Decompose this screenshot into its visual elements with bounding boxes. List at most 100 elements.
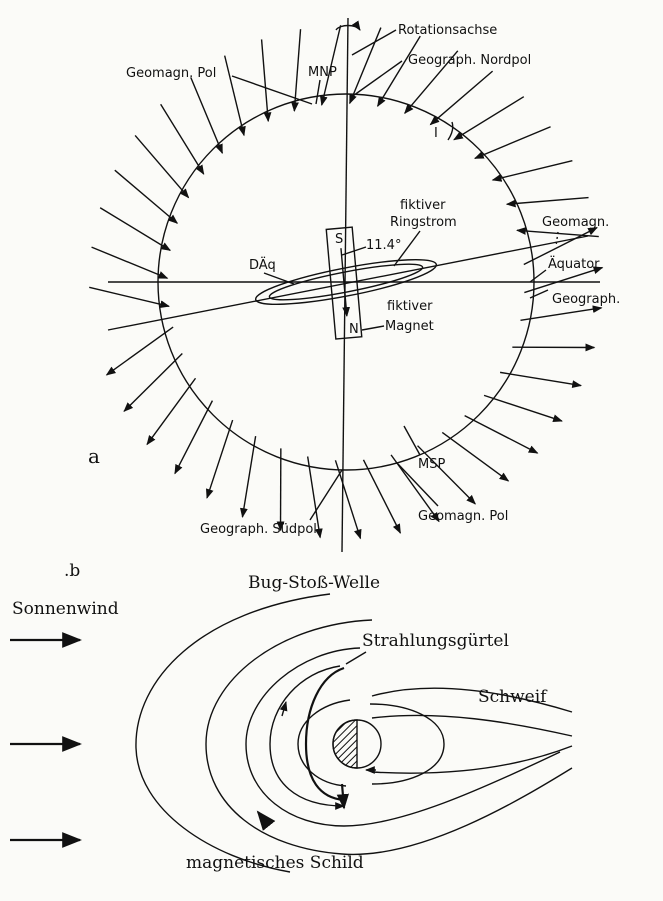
inclination-label: I <box>434 126 438 141</box>
field-line-arrow <box>349 27 382 105</box>
geomag-pole-north-leader <box>231 75 313 105</box>
inner-belt-curve <box>304 666 345 802</box>
magnet-arrow <box>340 248 351 317</box>
msp-leader <box>403 425 421 456</box>
field-line-arrow <box>105 326 174 376</box>
geomag-equator-label: Geomagn. <box>542 215 609 230</box>
magnet-leader <box>361 325 385 331</box>
belt-arrow-up <box>279 701 288 717</box>
field-line-arrow <box>91 246 169 279</box>
fictive-magnet <box>325 226 363 340</box>
field-line-arrow <box>99 207 172 251</box>
magnet-bar <box>325 226 363 340</box>
fictive-label: fiktiver <box>400 198 446 213</box>
field-line-arrow <box>524 266 604 294</box>
geographic-equator-leader <box>529 289 549 299</box>
belt-arrow-down <box>336 783 349 810</box>
field-line-arrow <box>160 103 205 175</box>
field-line-arrow <box>404 50 459 115</box>
outer-field-line <box>245 647 561 827</box>
magnet-label: Magnet <box>385 319 434 334</box>
field-line-arrow <box>417 445 476 505</box>
field-line-arrow <box>334 460 362 540</box>
inner-loop-left <box>297 699 351 787</box>
geographic-north-pole-label: Geograph. Nordpol <box>408 53 531 68</box>
geomagnetic-equator-line <box>107 235 589 331</box>
magnet-north-label: N <box>349 322 359 337</box>
panel-b: .b Sonnenwind Bug-Stoß-Welle Strahlungsg… <box>10 561 573 873</box>
tail-line-2 <box>371 714 573 737</box>
ring-current-label: Ringstrom <box>390 215 457 230</box>
field-line-arrow <box>499 371 582 388</box>
ring-current-inner <box>268 263 424 301</box>
tail-label: Schweif <box>478 687 548 707</box>
rotation-axis <box>341 17 349 553</box>
equator-label: Äquator <box>548 256 600 272</box>
geographic-south-leader <box>309 469 343 521</box>
magnet-south-label: S <box>335 232 343 247</box>
field-line-arrow <box>520 305 603 322</box>
field-line-arrow <box>362 459 402 534</box>
field-line-arrow <box>429 70 494 126</box>
geomag-pole-south-leader <box>397 463 439 507</box>
field-line-arrow <box>206 419 234 499</box>
field-line-arrow <box>174 400 214 475</box>
field-line-arrow <box>260 39 272 123</box>
geomag-equator-leader <box>555 231 559 247</box>
field-line-arrow <box>240 435 257 518</box>
rotation-axis-leader <box>351 29 397 56</box>
field-line-arrow <box>306 456 323 539</box>
radiation-belt-curve <box>269 665 345 810</box>
field-line-arrow <box>523 226 598 266</box>
geographic-north-leader <box>349 60 403 99</box>
field-line-arrow <box>89 286 170 309</box>
msp-label: MSP <box>418 457 445 472</box>
field-line-arrow <box>123 353 183 412</box>
field-line-arrow <box>491 159 573 182</box>
bow-shock-curve <box>135 593 331 873</box>
field-line-arrow <box>464 414 539 454</box>
field-line-arrow <box>441 431 510 482</box>
bow-shock-label: Bug-Stoß-Welle <box>248 573 380 593</box>
geographic-south-pole-label: Geograph. Südpol <box>200 522 317 537</box>
dipole-equator-label: DÄq <box>249 257 276 273</box>
geomag-pole-south-label: Geomagn. Pol <box>418 509 508 524</box>
magnetopause-line <box>205 619 573 856</box>
radiation-belt-leader <box>345 651 367 665</box>
field-line-arrow <box>505 196 589 208</box>
panel-b-label: .b <box>64 561 80 581</box>
inner-loop-right <box>369 703 445 785</box>
angle-leader <box>341 246 367 256</box>
dipole-equator-leader <box>263 272 295 285</box>
field-line-arrows <box>89 25 604 540</box>
field-line-arrow <box>114 169 179 224</box>
rotation-axis-label: Rotationsachse <box>398 23 497 38</box>
field-line-arrow <box>223 55 246 137</box>
shield-arrow <box>256 810 276 831</box>
field-line-arrow <box>190 77 223 154</box>
radiation-belt-label: Strahlungsgürtel <box>362 631 509 651</box>
inclination-arc <box>447 121 454 141</box>
earth-night-side <box>332 719 358 769</box>
ring-current-leader <box>393 230 421 267</box>
fictive-2-label: fiktiver <box>387 299 433 314</box>
field-line-arrow <box>483 394 563 422</box>
field-line-arrow <box>474 126 551 159</box>
geomag-pole-north-label: Geomagn. Pol <box>126 66 216 81</box>
field-line-arrow <box>453 96 525 141</box>
field-line-arrow <box>146 377 197 446</box>
tail-line-3 <box>371 745 573 774</box>
magnetic-shield-label: magnetisches Schild <box>186 853 364 873</box>
mnp-leader <box>315 79 321 105</box>
field-line-arrow <box>377 35 421 108</box>
field-line-arrow <box>291 29 302 112</box>
geographic-equator-label: Geograph. <box>552 292 620 307</box>
tail-line-1 <box>371 687 573 713</box>
mnp-label: MNP <box>308 65 337 80</box>
rotation-indicator <box>335 20 361 31</box>
panel-a-label: a <box>88 444 100 468</box>
panel-a: S N 11.4° Rotationsachse MNP Geomagn. Po… <box>88 17 620 553</box>
equator-leader <box>529 269 547 283</box>
